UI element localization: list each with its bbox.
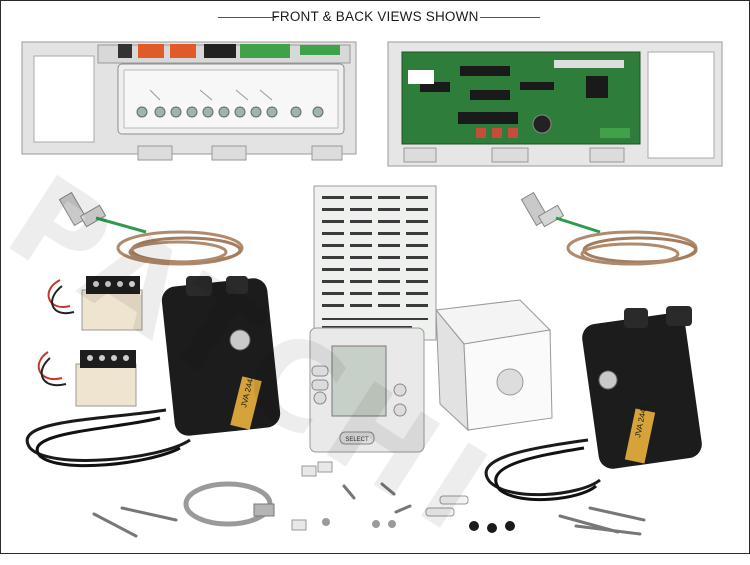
relay-bottom [37,350,137,407]
temperature-sensor-right [520,191,698,266]
hose-clamp [183,481,275,527]
header-title: FRONT & BACK VIEWS SHOWN [271,9,479,24]
small-parts [291,461,515,533]
label-sheet [313,185,437,341]
mounting-box [435,299,553,432]
relay-top [47,276,143,331]
valve-actuator-left [25,276,281,468]
header-line-left [218,17,276,18]
valve-actuator-right [484,306,702,501]
wall-remote [309,327,425,453]
control-panel-back [387,41,723,167]
remote-select-label: SELECT [345,437,369,443]
temperature-sensor-left [58,191,244,266]
screws-hardware [92,482,646,538]
header-line-right [480,17,540,18]
control-panel-front [21,41,357,161]
